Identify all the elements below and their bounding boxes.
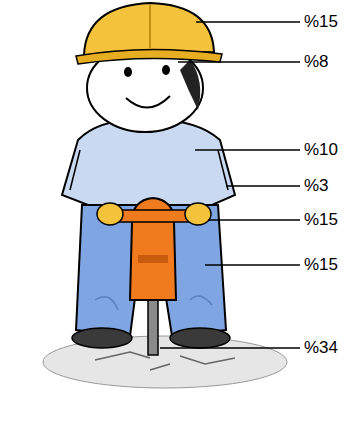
leader-line — [226, 185, 300, 187]
helmet-ridge — [149, 5, 151, 48]
hair — [180, 60, 200, 110]
percentage-label: %8 — [304, 52, 329, 72]
jackhammer-band — [138, 255, 168, 263]
leader-line — [160, 347, 300, 349]
ground-cracks — [95, 352, 235, 370]
left-eye — [124, 67, 132, 77]
left-shoe — [72, 328, 132, 348]
left-glove — [97, 203, 123, 225]
smile — [126, 96, 170, 108]
leader-line — [208, 219, 300, 221]
leader-line — [195, 149, 300, 151]
percentage-label: %10 — [304, 140, 338, 160]
jackhammer-bit — [148, 300, 158, 355]
leader-line — [205, 264, 300, 266]
percentage-label: %3 — [304, 176, 329, 196]
helmet — [84, 3, 214, 55]
leader-lines — [160, 22, 300, 348]
right-glove — [185, 203, 211, 225]
percentage-label: %34 — [304, 338, 338, 358]
percentage-label: %15 — [304, 12, 338, 32]
right-shoe — [170, 328, 230, 348]
leader-line — [196, 21, 300, 23]
right-eye — [162, 65, 170, 75]
percentage-label: %15 — [304, 255, 338, 275]
leader-line — [178, 61, 300, 63]
arm-lines — [70, 150, 228, 190]
percentage-label: %15 — [304, 210, 338, 230]
